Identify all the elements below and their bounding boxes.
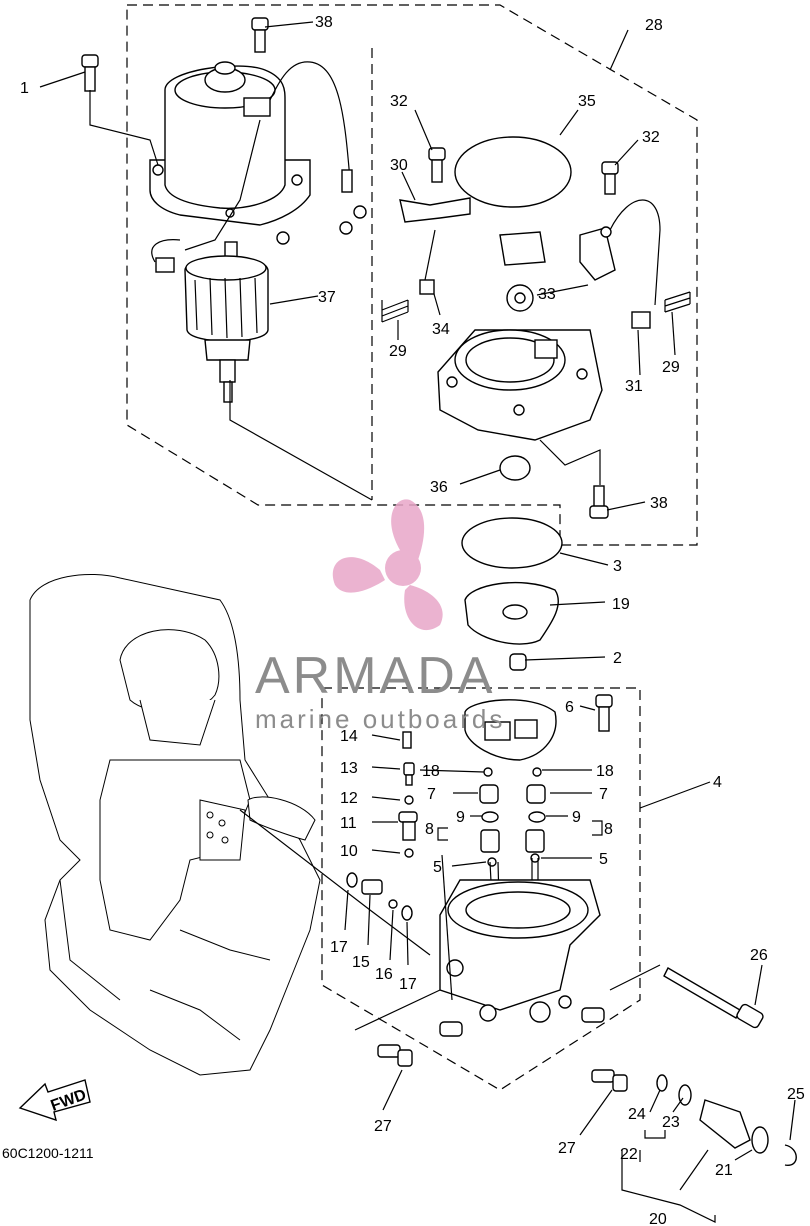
callout-31: 31 <box>625 378 643 395</box>
watermark-brand: ARMADA <box>255 647 495 705</box>
callout-21: 21 <box>715 1162 733 1179</box>
pump-body <box>464 699 557 761</box>
callout-8-left: 8 <box>425 821 434 838</box>
callout-17-left: 17 <box>330 939 348 956</box>
callout-35: 35 <box>578 93 596 110</box>
callout-9-right: 9 <box>572 809 581 826</box>
bushing-36 <box>499 455 531 481</box>
plugs <box>377 1007 628 1092</box>
callout-3: 3 <box>613 558 622 575</box>
springs-29 <box>381 291 691 323</box>
callout-13: 13 <box>340 760 358 777</box>
callout-28: 28 <box>645 17 663 34</box>
watermark-tagline: marine outboards <box>255 704 505 734</box>
bolt-6 <box>595 694 613 732</box>
callout-9-left: 9 <box>456 809 465 826</box>
callout-22: 22 <box>620 1146 638 1163</box>
pump-left-parts <box>398 731 418 858</box>
screw-1 <box>81 54 99 92</box>
engine-bracket-outline <box>29 573 321 1076</box>
callout-30: 30 <box>390 157 408 174</box>
callout-11: 11 <box>340 815 357 832</box>
assembly-outline-28 <box>126 4 698 546</box>
callout-32-right: 32 <box>642 129 660 146</box>
callout-29-right: 29 <box>662 359 680 376</box>
callout-29-left: 29 <box>389 343 407 360</box>
screw-38-bottom <box>589 485 609 519</box>
callout-37: 37 <box>318 289 336 306</box>
diagram-code: 60C1200-1211 <box>2 1145 94 1161</box>
armada-logo <box>332 499 443 631</box>
callout-14: 14 <box>340 728 358 745</box>
callout-7-left: 7 <box>427 786 436 803</box>
callout-32-left: 32 <box>390 93 408 110</box>
bolt-26 <box>663 967 764 1029</box>
callout-labels: 1 38 28 32 35 32 30 37 33 34 29 29 31 36… <box>2 14 805 1226</box>
fwd-arrow-icon: FWD <box>18 1079 91 1122</box>
o-ring-35 <box>454 136 572 208</box>
callout-4: 4 <box>713 774 722 791</box>
o-ring-3 <box>461 517 563 569</box>
plate-19 <box>464 581 559 645</box>
screw-38-top <box>251 17 269 53</box>
assembly-outline-4 <box>321 687 641 1091</box>
callout-16: 16 <box>375 966 393 983</box>
armature <box>184 241 269 403</box>
callout-17-right: 17 <box>399 976 417 993</box>
leader-lines <box>39 21 796 1223</box>
callout-10: 10 <box>340 843 358 860</box>
callout-38-top: 38 <box>315 14 333 31</box>
callout-12: 12 <box>340 790 358 807</box>
callout-6: 6 <box>565 699 574 716</box>
manual-valve-assembly <box>656 1074 797 1166</box>
motor-housing <box>149 61 367 273</box>
callout-18-left: 18 <box>422 763 440 780</box>
callout-27-left: 27 <box>374 1118 392 1135</box>
pump-small-parts <box>346 872 413 921</box>
callout-8-right: 8 <box>604 821 613 838</box>
callout-2: 2 <box>613 650 622 667</box>
callout-18-right: 18 <box>596 763 614 780</box>
callout-36: 36 <box>430 479 448 496</box>
callout-33: 33 <box>538 286 556 303</box>
pump-housing <box>439 879 601 1023</box>
callout-34: 34 <box>432 321 450 338</box>
callout-7-right: 7 <box>599 786 608 803</box>
callout-5-right: 5 <box>599 851 608 868</box>
valve-2 <box>509 653 527 671</box>
callout-19: 19 <box>612 596 630 613</box>
callout-15: 15 <box>352 954 370 971</box>
callout-23: 23 <box>662 1114 680 1131</box>
callout-20: 20 <box>649 1211 667 1226</box>
callout-38-bottom: 38 <box>650 495 668 512</box>
end-cover <box>437 329 603 441</box>
callout-1: 1 <box>20 80 29 97</box>
callout-26: 26 <box>750 947 768 964</box>
callout-24: 24 <box>628 1106 646 1123</box>
callout-5-left: 5 <box>433 859 442 876</box>
callout-27-right: 27 <box>558 1140 576 1157</box>
brush-holder <box>399 197 661 329</box>
screws-32 <box>428 147 619 195</box>
callout-25: 25 <box>787 1086 805 1103</box>
